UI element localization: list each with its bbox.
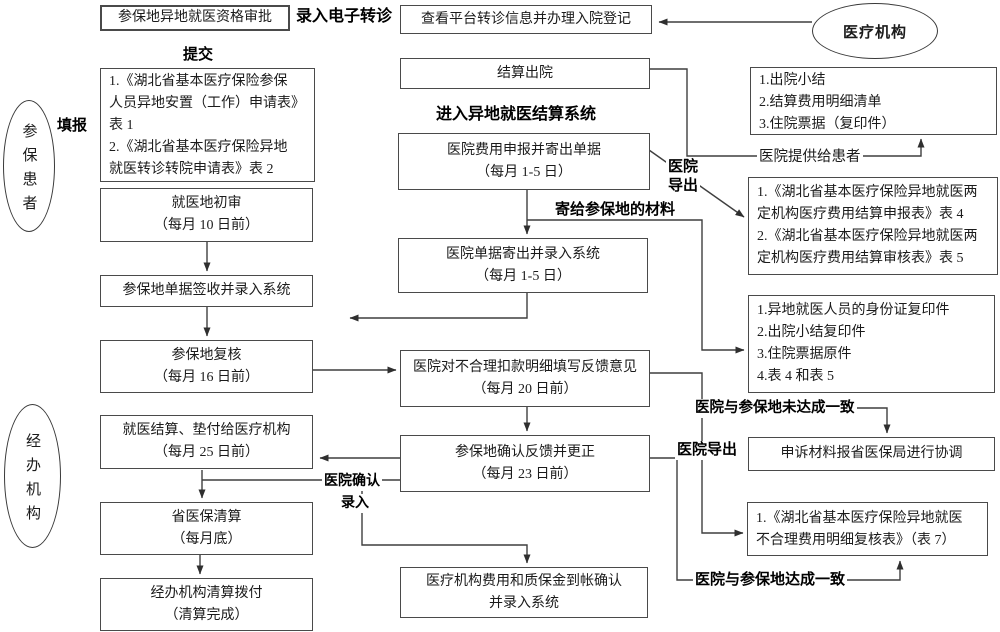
label-reached-agreement: 医院与参保地达成一致 — [693, 571, 848, 590]
box-hospital-send-input: 医院单据寄出并录入系统 （每月 1-5 日） — [398, 238, 648, 293]
label-hospital-export-1: 医院 导出 — [666, 158, 701, 196]
insured-patient-label: 参保患者 — [20, 122, 37, 219]
label-confirm-input: 录入 — [339, 494, 371, 513]
box-eligibility-approval: 参保地异地就医资格审批 — [100, 5, 290, 31]
box-discharge-settlement: 结算出院 — [400, 58, 650, 89]
label-hospital-confirm: 医院确认 — [322, 472, 382, 491]
box-form1-form2: 1.《湖北省基本医疗保险参保 人员异地安置（工作）申请表》 表 1 2.《湖北省… — [100, 68, 315, 182]
label-not-reached-agreement: 医院与参保地未达成一致 — [693, 399, 857, 418]
label-hospital-provide-patient: 医院提供给患者 — [757, 148, 863, 167]
box-insured-confirm-correct: 参保地确认反馈并更正 （每月 23 日前） — [400, 435, 650, 492]
box-appeal-coordination: 申诉材料报省医保局进行协调 — [748, 437, 995, 471]
box-agency-allocation: 经办机构清算拨付 （清算完成） — [100, 578, 313, 631]
box-insured-receipt-input: 参保地单据签收并录入系统 — [100, 275, 313, 307]
label-enter-e-referral: 录入电子转诊 — [296, 8, 393, 25]
box-check-referral-register: 查看平台转诊信息并办理入院登记 — [400, 5, 652, 34]
box-hospital-feedback: 医院对不合理扣款明细填写反馈意见 （每月 20 日前） — [400, 350, 650, 407]
box-hospital-fee-declare: 医院费用申报并寄出单据 （每月 1-5 日） — [398, 133, 650, 190]
box-settle-advance: 就医结算、垫付给医疗机构 （每月 25 日前） — [100, 415, 313, 469]
label-hospital-export-2: 医院导出 — [675, 441, 740, 460]
label-enter-settlement-system: 进入异地就医结算系统 — [436, 106, 597, 123]
box-initial-review: 就医地初审 （每月 10 日前） — [100, 188, 313, 242]
box-discharge-documents: 1.出院小结 2.结算费用明细清单 3.住院票据（复印件） — [750, 67, 997, 135]
box-form4-form5: 1.《湖北省基本医疗保险异地就医两 定机构医疗费用结算申报表》表 4 2.《湖北… — [748, 177, 998, 275]
box-form7: 1.《湖北省基本医疗保险异地就医 不合理费用明细复核表》（表 7） — [747, 502, 988, 556]
medical-institution-label: 医疗机构 — [842, 24, 907, 41]
label-submit: 提交 — [183, 47, 214, 63]
label-fill-report: 填报 — [57, 118, 88, 134]
box-insured-recheck: 参保地复核 （每月 16 日前） — [100, 340, 313, 393]
box-id-copy-materials: 1.异地就医人员的身份证复印件 2.出院小结复印件 3.住院票据原件 4.表 4… — [748, 295, 995, 393]
box-fund-arrival-confirm: 医疗机构费用和质保金到帐确认 并录入系统 — [400, 567, 648, 618]
label-materials-to-insured: 寄给参保地的材料 — [555, 202, 676, 218]
ellipse-handling-agency: 经办机构 — [4, 404, 61, 548]
box-provincial-settlement: 省医保清算 （每月底） — [100, 502, 313, 555]
handling-agency-label: 经办机构 — [24, 432, 40, 529]
ellipse-medical-institution: 医疗机构 — [812, 3, 938, 59]
ellipse-insured-patient: 参保患者 — [3, 100, 55, 232]
